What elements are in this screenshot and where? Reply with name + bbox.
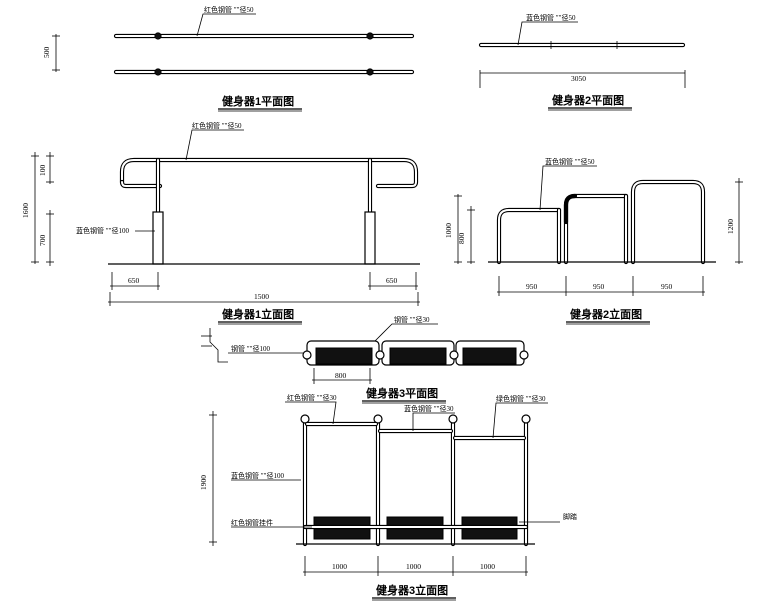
elev2-dim-800: 800 — [457, 233, 466, 245]
elev2-dim-1200: 1200 — [726, 219, 735, 234]
plan3-dim-800: 800 — [335, 371, 347, 380]
fitness-equipment-3-elevation: 红色钢管 ""径30 蓝色钢管 ""径30 绿色钢管 ""径30 蓝色钢管 ""… — [199, 393, 577, 601]
elev1-dim-700: 700 — [38, 235, 47, 247]
plan3-post-label: 钢管 ""径100 — [231, 344, 270, 353]
elev3-post-label: 蓝色钢管 ""径100 — [231, 471, 284, 480]
plan3-top-pipe-label: 钢管 ""径30 — [394, 315, 430, 324]
elev3-green-pipe-label: 绿色钢管 ""径30 — [496, 394, 546, 403]
elev3-dim-1000-a: 1000 — [332, 562, 347, 571]
elev2-dim-1000: 1000 — [444, 223, 453, 238]
elev2-title: 健身器2立面图 — [570, 307, 642, 321]
elev2-dim-950-b: 950 — [593, 282, 605, 291]
plan1-dim-500: 500 — [42, 47, 51, 59]
fitness-equipment-2-plan: 蓝色钢管 ""径50 3050 健身器2平面图 — [478, 13, 686, 111]
elev1-title: 健身器1立面图 — [222, 307, 294, 321]
elev3-red-pipe-label: 红色钢管 ""径30 — [287, 393, 337, 402]
elev3-dim-1900: 1900 — [199, 475, 208, 490]
fitness-equipment-2-elevation: 蓝色钢管 ""径50 1000 800 1200 950 950 950 健身器… — [444, 157, 743, 325]
plan2-dim-3050: 3050 — [571, 74, 586, 83]
plan1-pipe-label: 红色钢管 ""径50 — [204, 5, 254, 14]
fitness-equipment-1-elevation: 红色钢管 ""径50 蓝色钢管 ""径100 1600 100 700 650 … — [21, 121, 420, 325]
plan1-title: 健身器1平面图 — [222, 94, 294, 108]
elev2-pipe-label: 蓝色钢管 ""径50 — [545, 157, 595, 166]
elev1-dim-100: 100 — [38, 165, 47, 177]
fitness-equipment-1-plan: 红色钢管 ""径50 500 健身器1平面图 — [42, 5, 415, 112]
elev2-dim-950-c: 950 — [661, 282, 673, 291]
elev2-dim-950-a: 950 — [526, 282, 538, 291]
elev3-blue-pipe-label: 蓝色钢管 ""径30 — [404, 404, 454, 413]
elev1-top-pipe-label: 红色钢管 ""径50 — [192, 121, 242, 130]
elev1-post-label: 蓝色钢管 ""径100 — [76, 226, 129, 235]
fitness-equipment-3-plan: 钢管 ""径30 钢管 ""径100 800 健身器3平面图 — [201, 315, 529, 404]
plan2-title: 健身器2平面图 — [552, 93, 624, 107]
elev1-dim-1500: 1500 — [254, 292, 269, 301]
plan2-pipe-label: 蓝色钢管 ""径50 — [526, 13, 576, 22]
elev3-foot-pedal-label: 脚踏 — [563, 512, 577, 521]
elev3-pedal-hanger-label: 红色钢管挂件 — [231, 518, 273, 527]
plan3-title: 健身器3平面图 — [366, 386, 438, 400]
elev1-dim-650-left: 650 — [128, 276, 140, 285]
elev3-dim-1000-b: 1000 — [406, 562, 421, 571]
elev3-dim-1000-c: 1000 — [480, 562, 495, 571]
elev3-title: 健身器3立面图 — [376, 583, 448, 597]
elev1-dim-650-right: 650 — [386, 276, 398, 285]
elev1-dim-1600: 1600 — [21, 203, 30, 218]
